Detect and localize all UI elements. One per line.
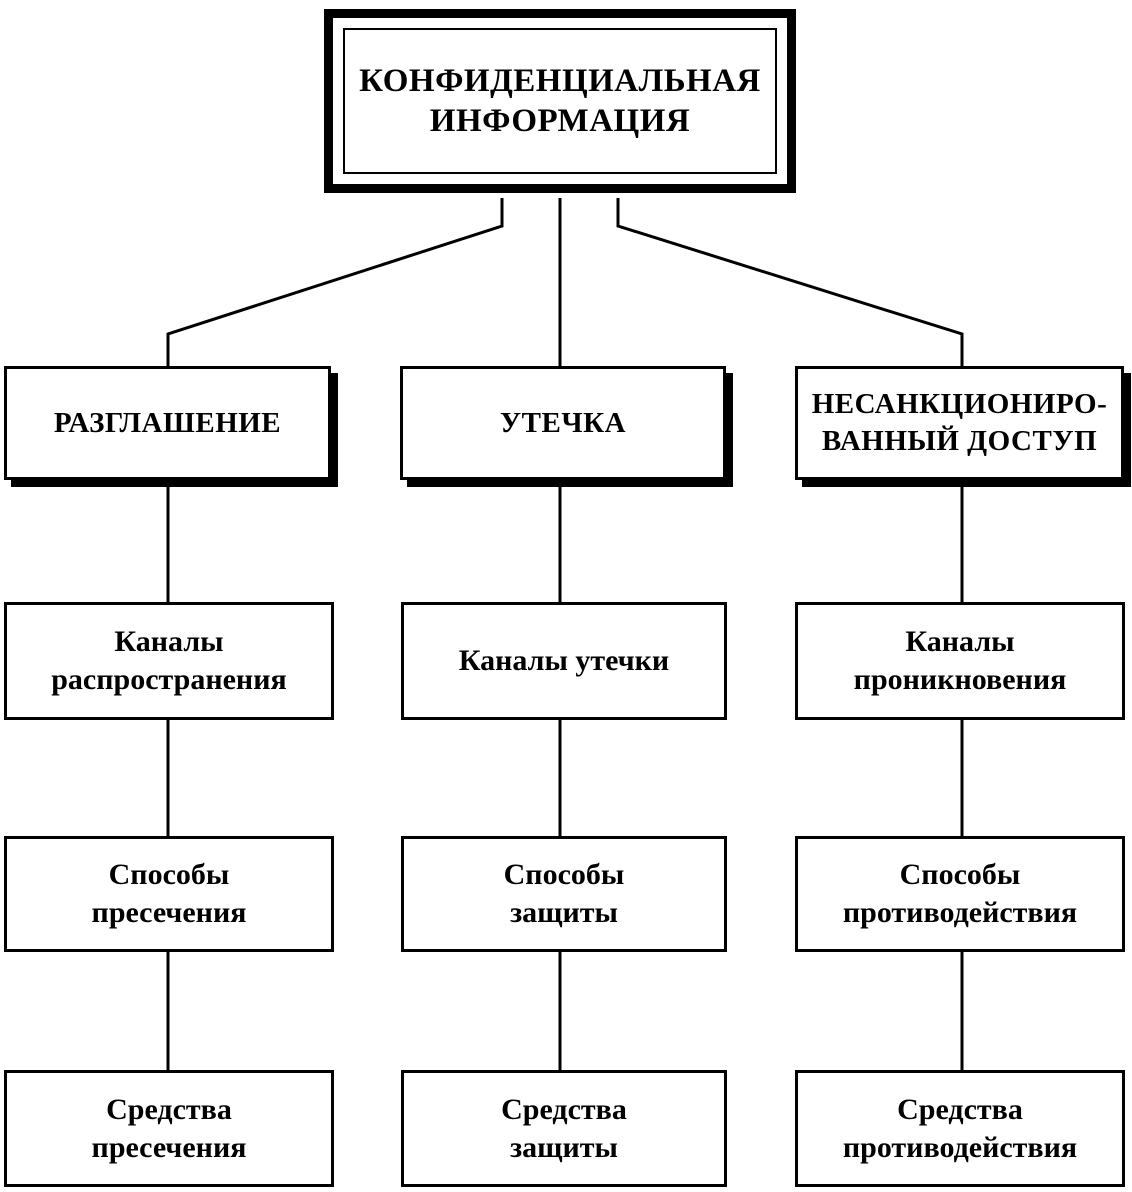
category-label-leak: УТЕЧКА bbox=[499, 406, 627, 439]
means-node-leak: Средства защиты bbox=[401, 1070, 727, 1187]
category-node-leak: УТЕЧКА bbox=[400, 366, 726, 480]
means-label-disclosure: Средства пресечения bbox=[91, 1092, 247, 1164]
methods-label-unauthorized-access: Способы противодействия bbox=[842, 858, 1078, 929]
channels-node-unauthorized-access: Каналы проникновения bbox=[795, 602, 1125, 720]
channels-node-leak: Каналы утечки bbox=[401, 602, 727, 720]
means-node-disclosure: Средства пресечения bbox=[4, 1070, 334, 1187]
channels-label-unauthorized-access: Каналы проникновения bbox=[853, 625, 1067, 696]
category-node-disclosure: РАЗГЛАШЕНИЕ bbox=[4, 366, 331, 480]
methods-node-leak: Способы защиты bbox=[401, 836, 727, 952]
channels-label-leak: Каналы утечки bbox=[458, 644, 670, 677]
methods-label-disclosure: Способы пресечения bbox=[91, 858, 247, 929]
means-node-unauthorized-access: Средства противодействия bbox=[795, 1070, 1125, 1187]
connector-root-to-disclosure bbox=[166, 198, 504, 366]
means-label-unauthorized-access: Средства противодействия bbox=[842, 1092, 1078, 1164]
channels-node-disclosure: Каналы распространения bbox=[4, 602, 334, 720]
category-label-disclosure: РАЗГЛАШЕНИЕ bbox=[53, 406, 282, 439]
means-label-leak: Средства защиты bbox=[501, 1092, 627, 1164]
methods-node-disclosure: Способы пресечения bbox=[4, 836, 334, 952]
methods-label-leak: Способы защиты bbox=[503, 858, 625, 929]
category-label-unauthorized-access: НЕСАНКЦИОНИРО- ВАННЫЙ ДОСТУП bbox=[811, 388, 1108, 457]
root-node-confidential-information: КОНФИДЕНЦИАЛЬНАЯ ИНФОРМАЦИЯ bbox=[324, 9, 796, 193]
channels-label-disclosure: Каналы распространения bbox=[51, 625, 287, 696]
root-node-inner-frame: КОНФИДЕНЦИАЛЬНАЯ ИНФОРМАЦИЯ bbox=[343, 28, 777, 174]
methods-node-unauthorized-access: Способы противодействия bbox=[795, 836, 1125, 952]
root-node-label: КОНФИДЕНЦИАЛЬНАЯ ИНФОРМАЦИЯ bbox=[359, 63, 761, 139]
connector-root-to-unauthorized bbox=[616, 198, 964, 366]
category-node-unauthorized-access: НЕСАНКЦИОНИРО- ВАННЫЙ ДОСТУП bbox=[795, 366, 1124, 480]
